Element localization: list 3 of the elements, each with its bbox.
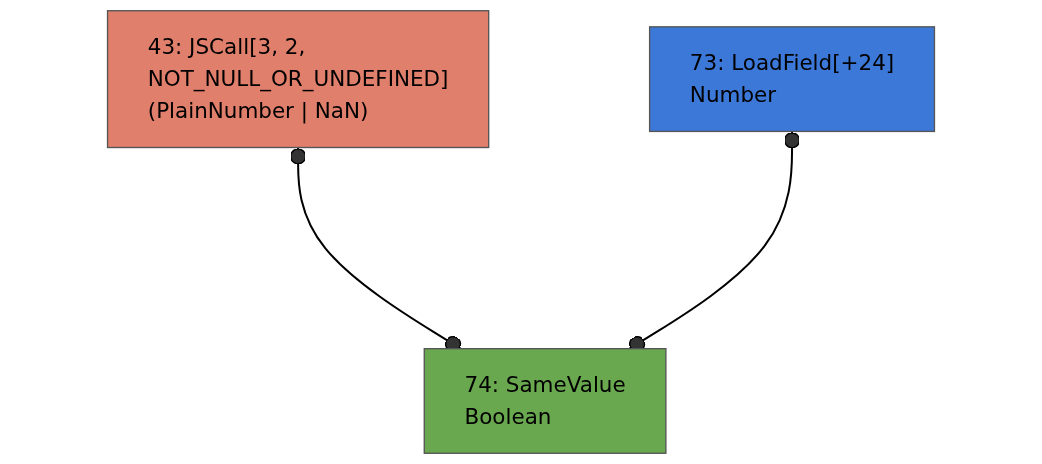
node-box: 43: JSCall[3, 2, NOT_NULL_OR_UNDEFINED] (PlainNumber | NaN) <box>106 10 490 149</box>
node-box: 73: LoadField[+24] Number <box>648 26 936 133</box>
node-box: 74: SameValue Boolean <box>423 348 667 454</box>
